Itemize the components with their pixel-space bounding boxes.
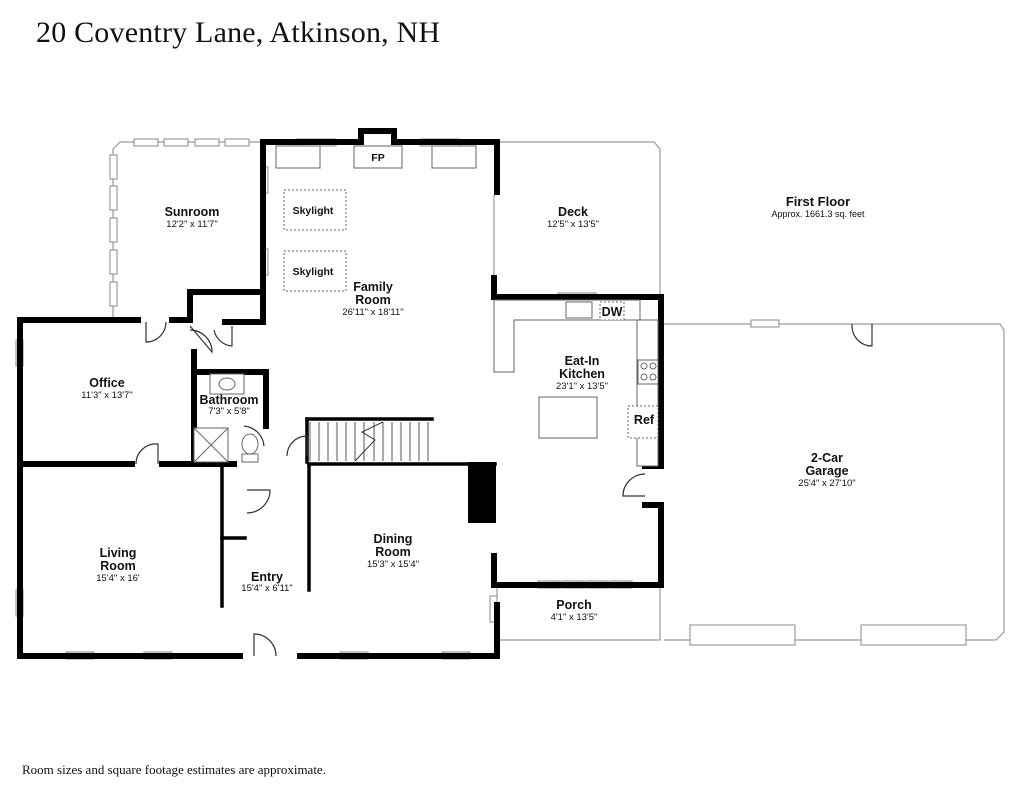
sunroom-wall [187, 289, 266, 323]
door [243, 425, 265, 447]
window [224, 138, 250, 147]
fixture-refrigerator-label: Ref [634, 413, 655, 427]
stairs [309, 421, 429, 462]
room-dims-deck: 12'5" x 13'5" [547, 219, 599, 230]
room-dims-porch: 4'1" x 13'5" [551, 612, 598, 623]
burner [649, 362, 657, 370]
room-dims-dining: 15'3" x 15'4" [367, 559, 419, 570]
footnote: Room sizes and square footage estimates … [22, 762, 326, 777]
room-dims-living: 15'4" x 16' [96, 573, 140, 584]
room-dims-family: 26'11" x 18'11" [342, 307, 403, 318]
doors [135, 321, 873, 657]
floor-name: First Floor [786, 194, 850, 209]
room-name-living-1: Living [100, 546, 137, 560]
window [109, 154, 118, 180]
room-name-kitchen-1: Eat-In [565, 354, 600, 368]
room-name-porch: Porch [556, 598, 591, 612]
window [163, 138, 189, 147]
room-name-bathroom: Bathroom [199, 393, 258, 407]
skylight-2 [283, 250, 347, 292]
door [851, 324, 873, 347]
chimney [468, 462, 496, 523]
room-name-living-2: Room [100, 559, 135, 573]
toilet [241, 433, 259, 455]
door [622, 473, 646, 497]
fixtures [193, 145, 659, 467]
window [194, 138, 220, 147]
room-dims-kitchen: 23'1" x 13'5" [556, 381, 608, 392]
room-dims-office: 11'3" x 13'7" [81, 390, 132, 401]
room-name-sunroom: Sunroom [165, 205, 220, 219]
door [286, 435, 308, 457]
built-in-cabinet [431, 145, 477, 169]
room-name-garage-2: Garage [805, 464, 848, 478]
kitchen-wall [491, 502, 664, 588]
garage-door [860, 624, 967, 646]
window [109, 217, 118, 243]
sunroom-wall [222, 289, 266, 325]
fireplace-hearth [353, 145, 403, 169]
floor-area: Approx. 1661.3 sq. feet [771, 209, 865, 219]
built-in-cabinet [275, 145, 321, 169]
burner [640, 373, 648, 381]
door [189, 325, 213, 354]
room-labels: Sunroom 12'2" x 11'7" Family Room 26'11"… [81, 152, 865, 623]
room-name-kitchen-2: Kitchen [559, 367, 605, 381]
room-name-family-2: Room [355, 293, 390, 307]
room-dims-entry: 15'4" x 6'11" [241, 583, 292, 594]
fixture-skylight-1-label: Skylight [293, 205, 334, 217]
room-name-family-1: Family [353, 280, 393, 294]
room-name-entry: Entry [251, 570, 283, 584]
door [246, 489, 271, 514]
door [213, 326, 233, 347]
family-room-wall [260, 128, 500, 295]
office-wall [17, 317, 243, 659]
window [109, 185, 118, 211]
refrigerator [627, 405, 659, 439]
garage-door [689, 624, 796, 646]
dining-wall [297, 602, 500, 659]
window [109, 281, 118, 307]
room-name-office: Office [89, 376, 124, 390]
room-name-dining-1: Dining [374, 532, 413, 546]
interior-walls [220, 417, 497, 608]
deck-outline [497, 141, 661, 296]
window [750, 319, 780, 328]
burner [640, 362, 648, 370]
bath-sink [218, 377, 236, 391]
kitchen-sink [565, 301, 593, 319]
fixture-fireplace-label: FP [371, 152, 384, 164]
room-dims-garage: 25'4" x 27'10" [798, 478, 855, 489]
room-name-garage-1: 2-Car [811, 451, 843, 465]
burner [649, 373, 657, 381]
bathroom-wall [191, 369, 269, 429]
window [109, 249, 118, 275]
skylight-1 [283, 189, 347, 231]
fixture-dishwasher-label: DW [602, 305, 623, 319]
fixture-skylight-2-label: Skylight [293, 266, 334, 278]
room-name-deck: Deck [558, 205, 588, 219]
door [135, 443, 159, 465]
kitchen-counter [636, 319, 659, 467]
toilet-tank [241, 453, 259, 463]
room-name-dining-2: Room [375, 545, 410, 559]
page-title: 20 Coventry Lane, Atkinson, NH [36, 16, 441, 49]
door [253, 633, 277, 657]
kitchen-island [538, 396, 598, 439]
room-dims-sunroom: 12'2" x 11'7" [166, 219, 217, 230]
dishwasher [599, 301, 625, 321]
door [145, 321, 167, 343]
window [133, 138, 159, 147]
room-dims-bathroom: 7'3" x 5'8" [208, 406, 250, 417]
